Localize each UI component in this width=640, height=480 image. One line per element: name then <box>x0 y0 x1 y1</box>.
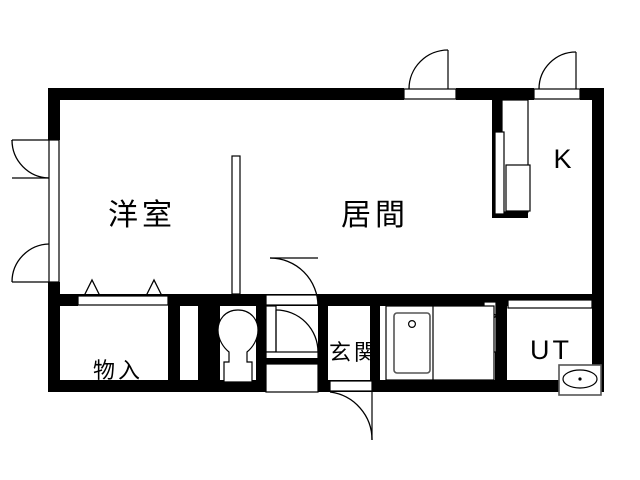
label-ima: 居間 <box>341 198 409 233</box>
closet-door-track <box>77 295 169 306</box>
wall-genkan-right <box>370 300 380 392</box>
partition-post <box>231 155 241 295</box>
wall-top-mid <box>456 88 534 100</box>
label-kitchen: K <box>553 144 574 174</box>
window-kitchen-top <box>533 88 581 100</box>
bathtub-drain <box>408 320 417 329</box>
wall-right <box>592 88 604 392</box>
hall-step <box>265 363 319 393</box>
wall-toilet-right <box>256 300 266 392</box>
entrance-door[interactable] <box>329 380 373 441</box>
bathtub <box>393 312 431 374</box>
wall-hall-right <box>318 300 328 392</box>
window-door-kitchen-top[interactable] <box>538 51 577 90</box>
room-divider-post <box>231 155 241 295</box>
label-utility: UT <box>530 335 572 365</box>
utility-top-edge <box>507 299 593 309</box>
hall-threshold <box>266 358 318 364</box>
fixtures-layer <box>77 99 602 396</box>
hall-door-toilet-leaf <box>265 305 277 353</box>
wall-service-top <box>200 294 518 306</box>
ext-door-lower-left[interactable] <box>11 243 50 283</box>
wall-toilet-left <box>210 300 220 392</box>
kitchen-sink-basin <box>505 164 531 212</box>
wall-gap-divider <box>198 300 210 392</box>
toilet-bowl <box>217 309 259 383</box>
closet-folding-doors <box>77 278 169 306</box>
kitchen-sink-counter <box>494 99 531 215</box>
wall-bath-right <box>495 300 507 392</box>
label-monoire: 物入 <box>93 359 143 384</box>
wall-top-left <box>48 88 404 100</box>
kitchen-counter-side <box>494 131 505 215</box>
washer-pan-drain <box>578 377 582 381</box>
ext-door-upper-left[interactable] <box>11 139 50 179</box>
label-genkan: 玄関 <box>329 341 379 366</box>
hall-door-north[interactable] <box>265 257 319 307</box>
label-washitsu: 洋室 <box>108 198 176 233</box>
room-labels: 洋室 居間 K 物入 玄関 UT <box>93 144 574 384</box>
window-band-left <box>48 139 60 283</box>
window-door-living-top[interactable] <box>408 49 449 90</box>
wall-service-top-right <box>508 294 604 302</box>
hall-door-north-leaf <box>265 294 319 306</box>
wall-closet-divider <box>168 300 180 392</box>
washing-machine-pan <box>558 364 602 396</box>
entrance-door-leaf <box>329 380 373 392</box>
window-living-top <box>403 88 457 100</box>
toilet <box>217 309 259 383</box>
bath-room <box>385 305 495 381</box>
wall-left-lower <box>48 282 60 392</box>
wall-left-upper <box>48 88 60 140</box>
hall-door-toilet[interactable] <box>265 305 319 393</box>
